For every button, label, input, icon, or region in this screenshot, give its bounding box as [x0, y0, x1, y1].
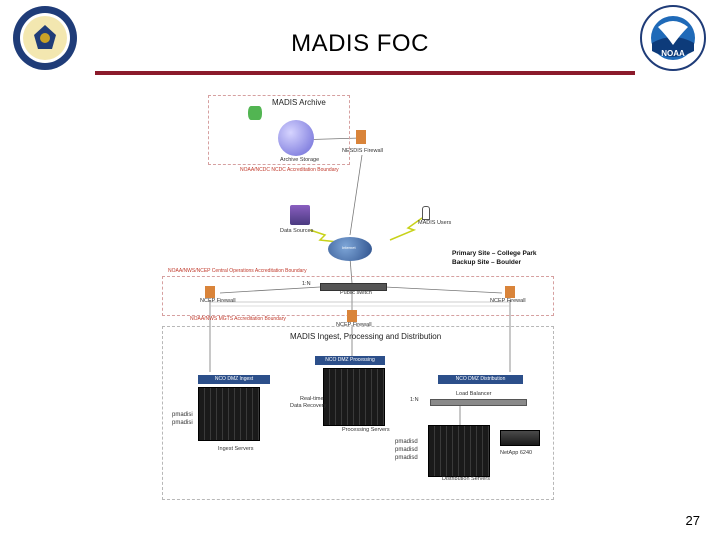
- madis-users-label: MADIS Users: [418, 220, 452, 226]
- ncep-firewall-center-icon: [347, 310, 357, 322]
- ops-boundary-label: NOAA/NWS/NCEP Central Operations Accredi…: [168, 268, 307, 274]
- distribution-server-rack-icon: [428, 425, 490, 477]
- processing-server-rack-icon: [323, 368, 385, 426]
- ingest-server-rack-icon: [198, 387, 260, 441]
- ingest-host-1: pmadisi: [172, 412, 193, 418]
- archive-title: MADIS Archive: [272, 98, 326, 107]
- diagram-connectors: [209, 137, 511, 425]
- ingest-host-2: pmadisi: [172, 420, 193, 426]
- dist-host-2: pmadisd: [395, 447, 418, 453]
- dist-host-3: pmadisd: [395, 455, 418, 461]
- load-balancer-icon: [430, 399, 527, 406]
- one-to-n-label-top: 1:N: [302, 281, 311, 287]
- connector-switch-left-fw: [219, 286, 321, 294]
- noaa-logo-icon: [640, 5, 706, 71]
- ops-boundary-box: [162, 276, 554, 316]
- connector-switch-right-fw: [384, 286, 503, 294]
- connector-internet-switch: [349, 257, 353, 284]
- ncep-firewall-left-label: NCEP Firewall: [200, 298, 236, 304]
- database-icon: [248, 106, 262, 120]
- data-sources-label: Data Sources: [280, 228, 314, 234]
- dmz-ingest-bar: NCO DMZ Ingest: [198, 375, 270, 384]
- distribution-servers-label: Distribution Servers: [442, 476, 490, 482]
- archive-caption: Archive Storage: [280, 157, 320, 163]
- netapp-storage-icon: [500, 430, 540, 446]
- ingest-region-box: [162, 326, 554, 500]
- dist-host-1: pmadisd: [395, 439, 418, 445]
- data-sources-icon: [290, 205, 310, 225]
- nesdis-firewall-label: NESDIS Firewall: [342, 148, 383, 154]
- user-icon: [422, 206, 430, 220]
- doc-seal: [12, 5, 78, 76]
- doc-seal-icon: [13, 6, 77, 70]
- archive-boundary-label: NOAA/NCDC NCDC Accreditation Boundary: [240, 167, 339, 173]
- connector-sources-internet: [309, 229, 339, 243]
- recovery-label: Data Recovery: [290, 403, 327, 409]
- dmz-distribution-bar: NCO DMZ Distribution: [438, 375, 523, 384]
- realtime-label: Real-time: [300, 396, 324, 402]
- ingest-title: MADIS Ingest, Processing and Distributio…: [290, 332, 442, 341]
- backup-site-label: Backup Site – Boulder: [452, 259, 521, 266]
- page-number: 27: [685, 513, 700, 528]
- dmz-processing-bar: NCO DMZ Processing: [315, 356, 385, 365]
- nesdis-firewall-icon: [356, 130, 366, 144]
- architecture-diagram: MADIS Archive Archive Storage NESDIS Fir…: [160, 90, 555, 500]
- internet-cloud-icon: [328, 237, 372, 261]
- internet-label: Internet: [342, 245, 356, 250]
- archive-boundary-box: [208, 95, 350, 165]
- ncep-firewall-right-label: NCEP Firewall: [490, 298, 526, 304]
- ncep-firewall-center-label: NCEP Firewall: [336, 322, 372, 328]
- one-to-n-label-dist: 1:N: [410, 397, 419, 403]
- netapp-label: NetApp 6240: [500, 450, 533, 456]
- primary-site-label: Primary Site – College Park: [452, 250, 537, 257]
- ingest-servers-label: Ingest Servers: [218, 446, 254, 452]
- connector-users-internet: [389, 217, 423, 241]
- slide-title: MADIS FOC: [291, 30, 429, 57]
- processing-servers-label: Processing Servers: [342, 427, 390, 433]
- noaa-seal: NOAA: [640, 5, 706, 76]
- mgts-boundary-label: NOAA/NWS MGTS Accreditation Boundary: [190, 316, 286, 322]
- ncep-firewall-left-icon: [205, 286, 215, 298]
- load-balancer-label: Load Balancer: [456, 391, 492, 397]
- archive-storage-icon: [278, 120, 314, 156]
- ncep-firewall-right-icon: [505, 286, 515, 298]
- public-switch-label: Public switch: [340, 290, 372, 296]
- connector-nesdis-internet: [349, 154, 363, 236]
- public-switch-icon: [320, 283, 387, 291]
- noaa-logo-text: NOAA: [661, 49, 685, 58]
- title-underline: [95, 71, 635, 75]
